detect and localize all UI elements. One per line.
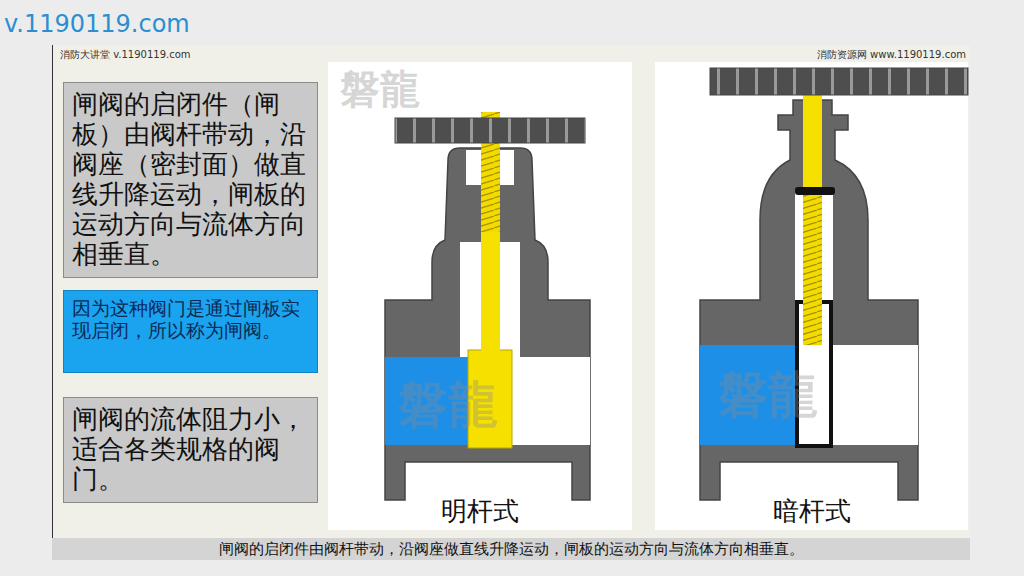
- description-text: 闸阀的流体阻力小，适合各类规格的阀门。: [72, 404, 309, 494]
- header-note: 消防资源网 www.1190119.com: [817, 48, 966, 62]
- description-text: 闸阀的启闭件（闸板）由阀杆带动，沿阀座（密封面）做直线升降运动，闸板的运动方向与…: [72, 89, 309, 269]
- header-note: 消防大讲堂 v.1190119.com: [60, 48, 191, 62]
- watermark: 磐龍: [398, 372, 498, 439]
- site-url: v.1190119.com: [4, 10, 190, 38]
- caption-bar-text: 闸阀的启闭件由阀杆带动，沿阀座做直线升降运动，闸板的运动方向与流体方向相垂直。: [52, 539, 970, 559]
- description-text: 因为这种阀门是通过闸板实现启闭，所以称为闸阀。: [72, 297, 309, 341]
- highlight-box: 因为这种阀门是通过闸板实现启闭，所以称为闸阀。: [63, 290, 318, 373]
- watermark: 磐龍: [340, 62, 420, 117]
- valve-panel: 暗杆式: [655, 62, 968, 530]
- valve-type-label: 暗杆式: [655, 496, 968, 526]
- text-box: 闸阀的启闭件（闸板）由阀杆带动，沿阀座（密封面）做直线升降运动，闸板的运动方向与…: [63, 82, 318, 278]
- text-box: 闸阀的流体阻力小，适合各类规格的阀门。: [63, 397, 318, 503]
- valve-panel: 明杆式: [328, 62, 632, 530]
- valve-type-label: 明杆式: [328, 496, 632, 526]
- watermark: 磐龍: [718, 362, 818, 429]
